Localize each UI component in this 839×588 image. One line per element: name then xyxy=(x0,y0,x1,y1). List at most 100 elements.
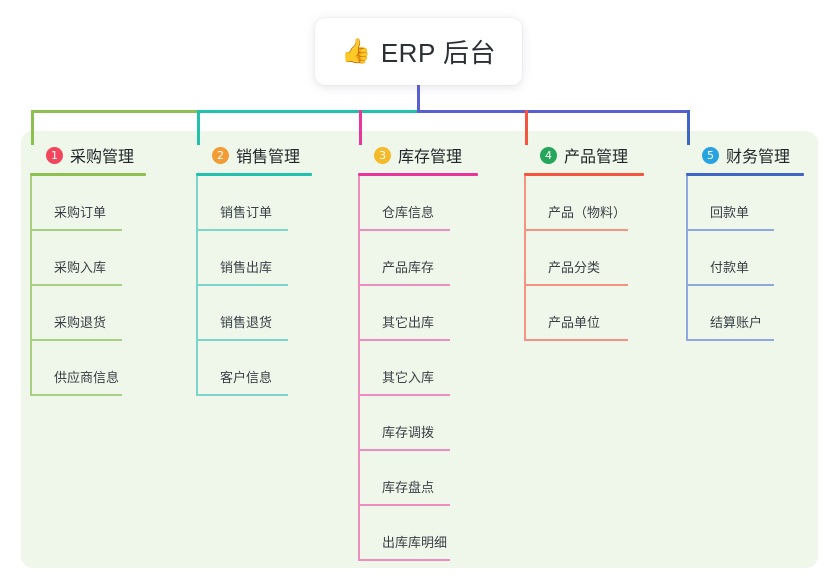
branch-spine-3 xyxy=(358,176,360,561)
root-title: ERP 后台 xyxy=(380,38,497,68)
branch-badge-3: 3 xyxy=(374,146,391,164)
leaf-item[interactable]: 仓库信息 xyxy=(358,176,478,231)
leaf-item[interactable]: 付款单 xyxy=(686,231,804,286)
branch-stub-5 xyxy=(687,110,690,145)
branch-items-4: 产品（物料） 产品分类产品单位 xyxy=(524,176,644,341)
leaf-label: 仓库信息 xyxy=(382,205,435,220)
leaf-item[interactable]: 产品分类 xyxy=(524,231,644,286)
branch-spine-1 xyxy=(30,176,32,396)
branch-stub-2 xyxy=(197,110,200,145)
leaf-label: 其它入库 xyxy=(382,370,435,385)
leaf-item[interactable]: 采购订单 xyxy=(30,176,146,231)
leaf-item[interactable]: 采购入库 xyxy=(30,231,146,286)
leaf-item[interactable]: 其它入库 xyxy=(358,341,478,396)
leaf-rule xyxy=(196,339,288,341)
branch-stub-1 xyxy=(31,110,34,145)
leaf-label: 采购退货 xyxy=(54,315,107,330)
leaf-label: 出库库明细 xyxy=(382,535,448,550)
leaf-item[interactable]: 库存盘点 xyxy=(358,451,478,506)
branch-title-3: 库存管理 xyxy=(398,149,463,166)
leaf-rule xyxy=(358,504,450,506)
leaf-item[interactable]: 产品库存 xyxy=(358,231,478,286)
branch-title-5: 财务管理 xyxy=(726,149,791,166)
leaf-label: 销售订单 xyxy=(220,205,273,220)
leaf-rule xyxy=(30,229,122,231)
leaf-label: 产品库存 xyxy=(382,260,435,275)
branch-rule-2 xyxy=(196,173,312,176)
branch-column-2: 2 销售管理销售订单销售出库销售退货客户信息 xyxy=(196,142,312,396)
leaf-label: 结算账户 xyxy=(710,315,763,330)
leaf-rule xyxy=(30,339,122,341)
leaf-rule xyxy=(686,229,774,231)
branch-badge-5: 5 xyxy=(702,146,719,164)
branch-title-2: 销售管理 xyxy=(236,149,301,166)
leaf-item[interactable]: 客户信息 xyxy=(196,341,312,396)
branch-badge-2: 2 xyxy=(212,146,229,164)
leaf-label: 采购订单 xyxy=(54,205,107,220)
branch-spine-2 xyxy=(196,176,198,396)
bus-segment-3 xyxy=(417,110,690,113)
branch-column-5: 5 财务管理回款单付款单结算账户 xyxy=(686,142,804,341)
branch-rule-5 xyxy=(686,173,804,176)
branch-spine-4 xyxy=(524,176,526,341)
bus-segment-2 xyxy=(197,110,418,113)
thumbs-up-icon: 👍 xyxy=(340,38,371,65)
branch-header-3[interactable]: 3 库存管理 xyxy=(358,142,478,168)
leaf-label: 其它出库 xyxy=(382,315,435,330)
leaf-item[interactable]: 采购退货 xyxy=(30,286,146,341)
leaf-label: 采购入库 xyxy=(54,260,107,275)
branch-items-1: 采购订单采购入库采购退货供应商信息 xyxy=(30,176,146,396)
leaf-label: 产品（物料） xyxy=(548,205,627,220)
leaf-rule xyxy=(196,284,288,286)
leaf-label: 库存盘点 xyxy=(382,480,435,495)
leaf-rule xyxy=(524,284,628,286)
leaf-item[interactable]: 其它出库 xyxy=(358,286,478,341)
leaf-item[interactable]: 回款单 xyxy=(686,176,804,231)
branch-items-2: 销售订单销售出库销售退货客户信息 xyxy=(196,176,312,396)
branch-rule-3 xyxy=(358,173,478,176)
leaf-rule xyxy=(358,339,450,341)
leaf-rule xyxy=(358,394,450,396)
leaf-rule xyxy=(686,339,774,341)
diagram-panel xyxy=(21,131,818,568)
leaf-item[interactable]: 销售出库 xyxy=(196,231,312,286)
root-node[interactable]: 👍 ERP 后台 xyxy=(315,18,522,85)
branch-title-4: 产品管理 xyxy=(564,149,629,166)
leaf-item[interactable]: 供应商信息 xyxy=(30,341,146,396)
leaf-item[interactable]: 出库库明细 xyxy=(358,506,478,561)
leaf-label: 销售退货 xyxy=(220,315,273,330)
branch-header-5[interactable]: 5 财务管理 xyxy=(686,142,804,168)
leaf-rule xyxy=(358,449,450,451)
leaf-item[interactable]: 销售订单 xyxy=(196,176,312,231)
leaf-rule xyxy=(196,394,288,396)
leaf-label: 产品分类 xyxy=(548,260,601,275)
branch-header-2[interactable]: 2 销售管理 xyxy=(196,142,312,168)
branch-column-3: 3 库存管理仓库信息产品库存其它出库其它入库库存调拨库存盘点出库库明细 xyxy=(358,142,478,561)
leaf-rule xyxy=(524,229,628,231)
leaf-rule xyxy=(524,339,628,341)
branch-title-1: 采购管理 xyxy=(70,149,135,166)
branch-rule-1 xyxy=(30,173,146,176)
leaf-item[interactable]: 产品（物料） xyxy=(524,176,644,231)
branch-rule-4 xyxy=(524,173,644,176)
leaf-item[interactable]: 销售退货 xyxy=(196,286,312,341)
leaf-item[interactable]: 产品单位 xyxy=(524,286,644,341)
bus-segment-1 xyxy=(31,110,197,113)
leaf-label: 付款单 xyxy=(710,260,750,275)
leaf-item[interactable]: 库存调拨 xyxy=(358,396,478,451)
leaf-label: 库存调拨 xyxy=(382,425,435,440)
leaf-item[interactable]: 结算账户 xyxy=(686,286,804,341)
leaf-rule xyxy=(196,229,288,231)
branch-spine-5 xyxy=(686,176,688,341)
leaf-label: 销售出库 xyxy=(220,260,273,275)
branch-stub-4 xyxy=(525,110,528,145)
branch-items-3: 仓库信息产品库存其它出库其它入库库存调拨库存盘点出库库明细 xyxy=(358,176,478,561)
leaf-rule xyxy=(30,394,122,396)
branch-items-5: 回款单付款单结算账户 xyxy=(686,176,804,341)
root-trunk-line xyxy=(417,85,420,113)
